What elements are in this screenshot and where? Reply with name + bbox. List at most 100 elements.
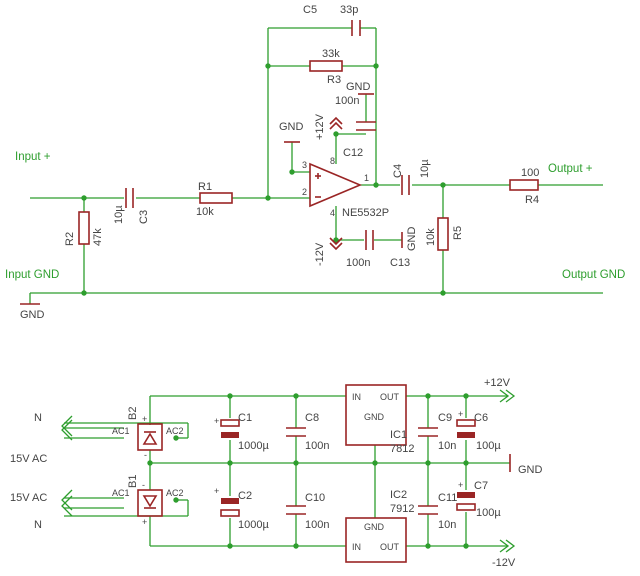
- capacitor-c1: [220, 419, 240, 438]
- ic2-name: IC2: [390, 489, 407, 501]
- c9-name: C9: [438, 412, 452, 424]
- capacitor-c10: [286, 505, 306, 515]
- junction: [81, 195, 87, 201]
- junction: [463, 393, 469, 399]
- plus12v-rail-arrow-icon: [499, 389, 516, 403]
- gnd-top-label: GND: [279, 121, 304, 133]
- r2-value: 47k: [92, 228, 104, 246]
- resistor-r5: [437, 217, 449, 251]
- junction: [173, 435, 179, 441]
- c2-plus: +: [214, 486, 219, 496]
- c2-name: C2: [238, 490, 252, 502]
- gnd-c12-label: GND: [346, 81, 371, 93]
- c1-value: 1000µ: [238, 440, 269, 452]
- resistor-r2: [78, 211, 90, 245]
- c10-name: C10: [305, 492, 325, 504]
- junction: [227, 460, 233, 466]
- junction: [463, 460, 469, 466]
- junction: [372, 460, 378, 466]
- ic2-in: IN: [352, 542, 361, 552]
- amplifier-wires: [29, 27, 603, 304]
- capacitor-c2: [220, 498, 240, 517]
- ic1-in: IN: [352, 392, 361, 402]
- ic1-part: 7812: [390, 443, 414, 455]
- opamp-name: NE5532P: [342, 207, 389, 219]
- minus12v-rail-arrow-icon: [499, 539, 516, 553]
- junction: [289, 169, 295, 175]
- opamp-ne5532p: [309, 162, 363, 208]
- psu-minus12v-label: -12V: [492, 557, 516, 569]
- bridge-rectifier-b1: [137, 489, 163, 517]
- resistor-r3: [309, 60, 343, 72]
- r1-name: R1: [198, 181, 212, 193]
- junction: [425, 460, 431, 466]
- c5-name: C5: [303, 4, 317, 16]
- junction: [333, 131, 339, 137]
- junction: [463, 543, 469, 549]
- ic2-out: OUT: [380, 542, 400, 552]
- b1-ac2: AC2: [166, 488, 184, 498]
- junction: [333, 237, 339, 243]
- r3-name: R3: [327, 74, 341, 86]
- b2-ac1: AC1: [112, 426, 130, 436]
- b2-name: B2: [127, 407, 139, 420]
- gnd-c13-label: GND: [406, 227, 418, 252]
- regulator-ic2: [345, 517, 407, 563]
- c11-value: 10n: [438, 519, 456, 531]
- c7-plus: +: [458, 480, 463, 490]
- c4-value: 10µ: [419, 159, 431, 178]
- junction: [293, 393, 299, 399]
- junction: [227, 393, 233, 399]
- c3-value: 10µ: [113, 205, 125, 224]
- c12-name: C12: [343, 147, 363, 159]
- bridge-rectifier-b2: [137, 423, 163, 451]
- b2-plus: +: [142, 414, 147, 424]
- amp-plus12v-label: +12V: [314, 113, 326, 140]
- regulator-ic1: [345, 384, 407, 446]
- capacitor-c5: [351, 20, 361, 36]
- c10-value: 100n: [305, 519, 329, 531]
- r2-name: R2: [64, 232, 76, 246]
- minus12v-arrow-icon: [329, 237, 343, 251]
- junction: [265, 63, 271, 69]
- junction: [425, 543, 431, 549]
- c2-value: 1000µ: [238, 519, 269, 531]
- input-plus-label: Input +: [15, 151, 51, 163]
- c8-name: C8: [305, 412, 319, 424]
- b1-name: B1: [127, 475, 139, 488]
- junction: [293, 543, 299, 549]
- r1-value: 10k: [196, 206, 214, 218]
- junction: [425, 393, 431, 399]
- junction: [173, 497, 179, 503]
- psu-n-bottom: N: [34, 519, 42, 531]
- psu-junctions: [147, 393, 469, 549]
- capacitor-c9: [418, 427, 438, 437]
- junction: [373, 182, 379, 188]
- c5-value: 33p: [340, 4, 358, 16]
- capacitor-c7: [456, 492, 476, 511]
- capacitor-c12: [356, 121, 376, 131]
- junction: [293, 460, 299, 466]
- c1-plus: +: [214, 416, 219, 426]
- ic2-part: 7912: [390, 503, 414, 515]
- junction: [440, 182, 446, 188]
- pin4-label: 4: [330, 208, 335, 218]
- junction: [81, 290, 87, 296]
- junction: [373, 63, 379, 69]
- ic1-gnd: GND: [364, 412, 385, 422]
- c9-value: 10n: [438, 440, 456, 452]
- b1-plus: +: [142, 517, 147, 527]
- psu-15vac-top: 15V AC: [10, 453, 47, 465]
- capacitor-c11: [418, 505, 438, 515]
- ic2-gnd: GND: [364, 522, 385, 532]
- b1-ac1: AC1: [112, 488, 130, 498]
- psu-gnd-label: GND: [518, 464, 543, 476]
- junction: [265, 195, 271, 201]
- ic1-out: OUT: [380, 392, 400, 402]
- c11-name: C11: [438, 492, 457, 504]
- capacitor-c13: [365, 230, 374, 250]
- psu-plus12v-label: +12V: [484, 377, 511, 389]
- capacitor-c8: [286, 427, 306, 437]
